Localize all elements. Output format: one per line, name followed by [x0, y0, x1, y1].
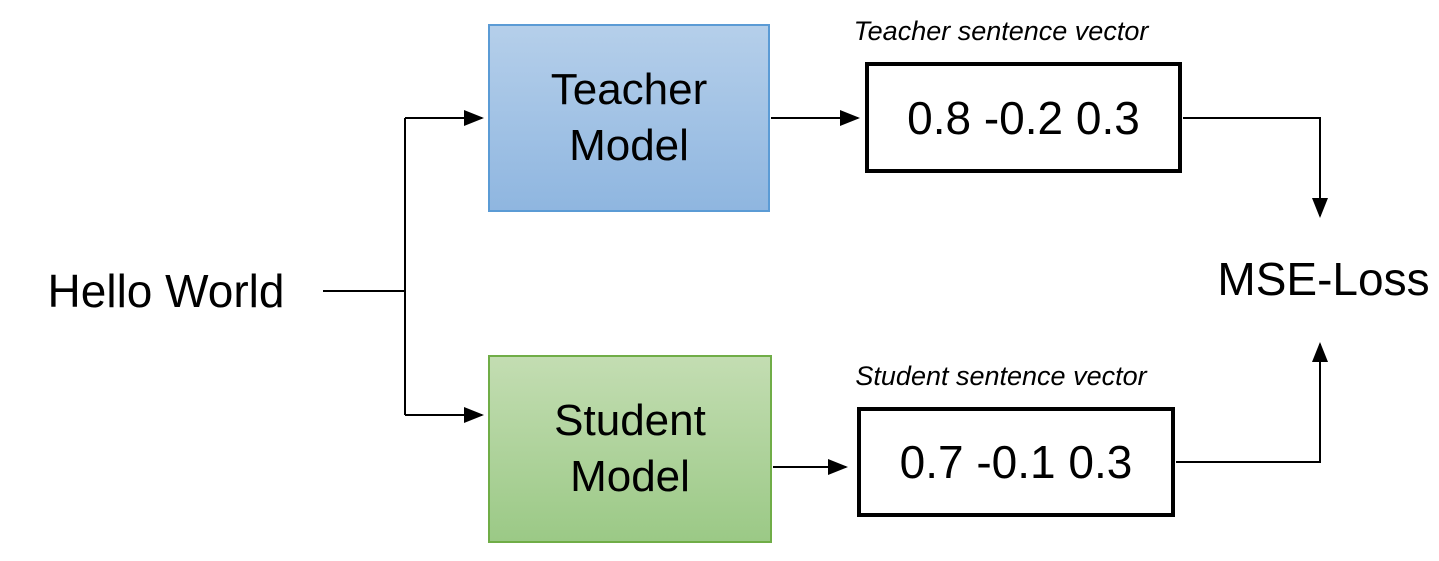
student-vector-caption: Student sentence vector [855, 361, 1147, 391]
student-vector-values: 0.7 -0.1 0.3 [899, 436, 1133, 488]
student-vector-box: 0.7 -0.1 0.3 [857, 407, 1175, 517]
teacher-vector-caption: Teacher sentence vector [853, 16, 1149, 46]
teacher-vector-box: 0.8 -0.2 0.3 [865, 62, 1182, 173]
mse-loss-label: MSE-Loss [1217, 252, 1430, 305]
student-model-box: Student Model [488, 355, 772, 543]
arrow-student-vector-to-loss [1176, 342, 1328, 463]
input-text: Hello World [47, 264, 285, 317]
student-model-label: Student Model [554, 395, 706, 501]
teacher-model-box: Teacher Model [488, 24, 770, 212]
arrow-teacher-vector-to-loss [1183, 117, 1328, 218]
teacher-vector-values: 0.8 -0.2 0.3 [907, 91, 1140, 144]
teacher-model-label: Teacher Model [550, 64, 708, 170]
